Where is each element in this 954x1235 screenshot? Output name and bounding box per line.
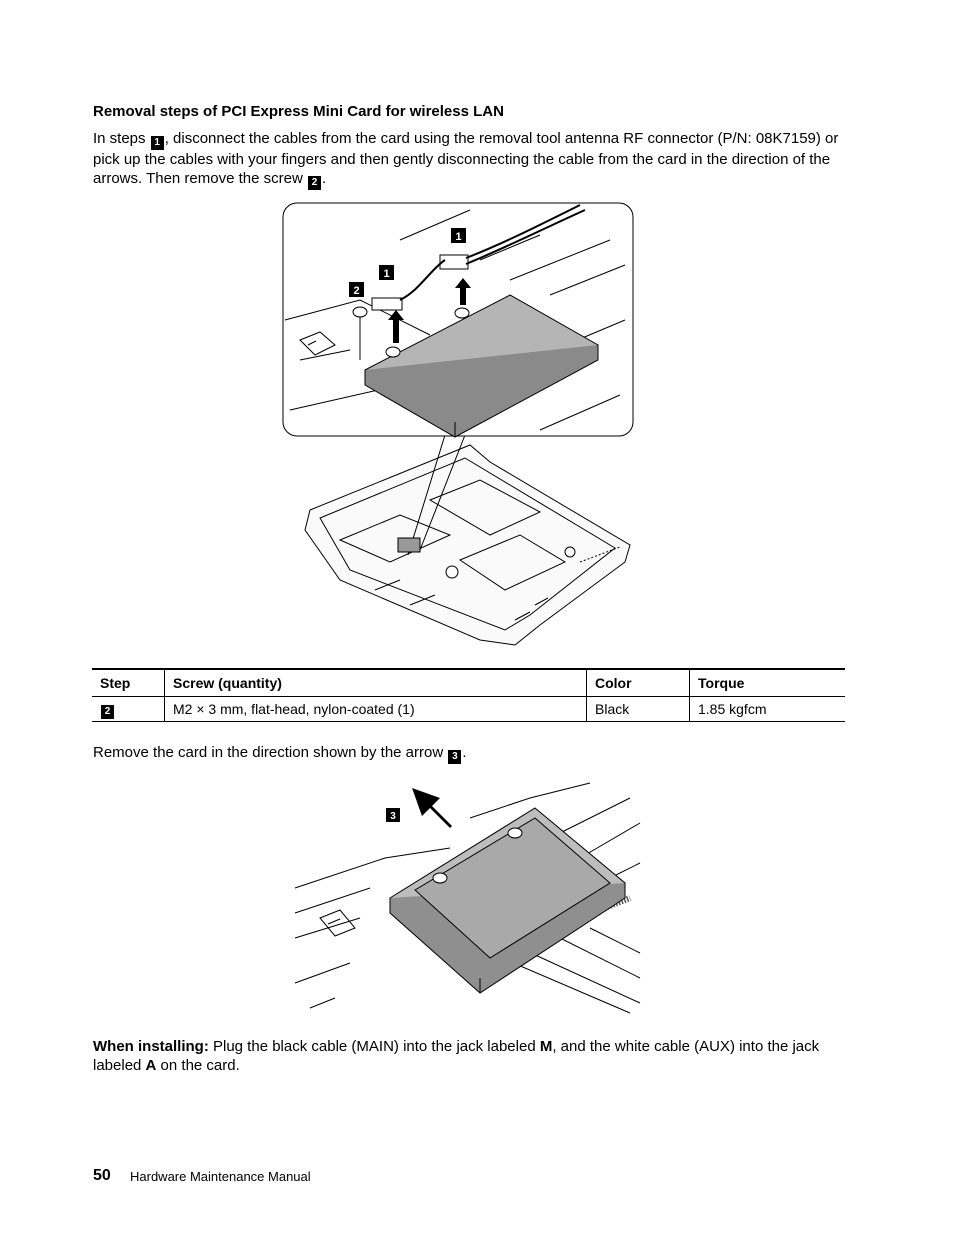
intro-text-1: In steps <box>93 130 146 147</box>
callout-1-bottom: 1 <box>379 265 394 280</box>
svg-text:1: 1 <box>383 268 389 280</box>
manual-title: Hardware Maintenance Manual <box>130 1169 311 1184</box>
callout-3: 3 <box>386 808 400 822</box>
table-header-row: Step Screw (quantity) Color Torque <box>92 668 845 697</box>
jack-main-label: M <box>539 1038 553 1055</box>
screw-table: Step Screw (quantity) Color Torque 2 M2 … <box>92 668 845 722</box>
intro-text-2: , disconnect the cables from the card us… <box>93 130 839 187</box>
callout-1-top: 1 <box>451 228 466 243</box>
section-heading: Removal steps of PCI Express Mini Card f… <box>93 103 504 120</box>
header-torque: Torque <box>689 668 845 697</box>
cell-screw: M2 × 3 mm, flat-head, nylon-coated (1) <box>164 696 587 722</box>
jack-aux-label: A <box>145 1057 157 1074</box>
cell-torque: 1.85 kgfcm <box>689 696 845 722</box>
intro-paragraph: In steps 1, disconnect the cables from t… <box>93 129 848 190</box>
svg-text:1: 1 <box>455 231 461 243</box>
table-row: 2 M2 × 3 mm, flat-head, nylon-coated (1)… <box>92 696 845 722</box>
page-number: 50 <box>93 1167 111 1184</box>
installing-text-1: Plug the black cable (MAIN) into the jac… <box>208 1038 540 1055</box>
installing-text-3: on the card. <box>156 1057 240 1074</box>
intro-text-3: . <box>321 170 327 187</box>
installing-label: When installing: <box>93 1038 209 1055</box>
installing-text-2: , and the white cable (AUX) into the jac… <box>93 1038 820 1074</box>
callout-2: 2 <box>349 282 364 297</box>
step-badge-screw: 2 <box>307 176 321 190</box>
step-badge: 2 <box>101 705 114 719</box>
header-screw: Screw (quantity) <box>164 668 587 697</box>
installing-paragraph: When installing: Plug the black cable (M… <box>93 1037 848 1075</box>
figure-card-removal: 3 <box>294 782 641 1014</box>
remove-card-end: . <box>462 744 467 761</box>
remove-card-paragraph: Remove the card in the direction shown b… <box>93 743 848 764</box>
step-badge-disconnect: 1 <box>150 136 164 150</box>
cell-color: Black <box>586 696 690 722</box>
svg-text:3: 3 <box>390 811 396 822</box>
header-step: Step <box>92 668 165 697</box>
svg-text:2: 2 <box>353 285 359 297</box>
cell-step: 2 <box>92 696 165 722</box>
figure-cable-disconnect: 1 1 2 <box>282 202 634 646</box>
step-badge-remove: 3 <box>448 750 462 764</box>
header-color: Color <box>586 668 690 697</box>
remove-card-text: Remove the card in the direction shown b… <box>93 744 444 761</box>
